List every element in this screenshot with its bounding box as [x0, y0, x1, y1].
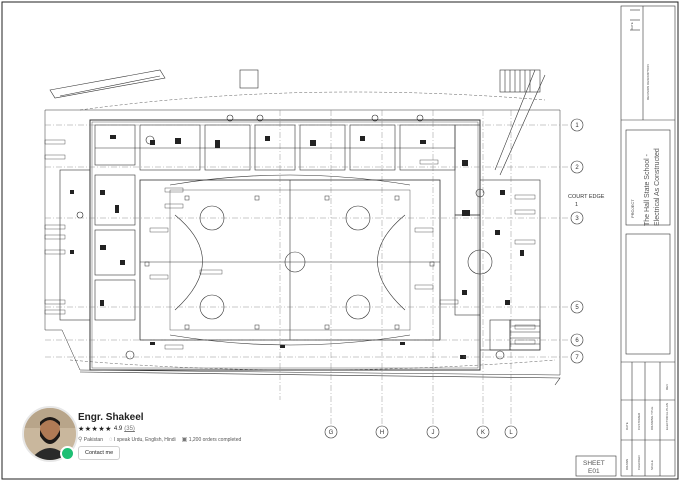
title-row-checked: CHECKED: [637, 454, 641, 470]
grid-col-label-h: H: [380, 430, 384, 436]
grid-col-bubble-l: [504, 425, 518, 439]
grid-col-bubble-k: [476, 425, 490, 439]
orders-box-icon: ▣: [181, 437, 188, 443]
grid-row-bubble-6: [570, 333, 584, 347]
online-play-icon[interactable]: [60, 446, 75, 461]
seller-rating: ★★★★★ 4.9 (35): [78, 425, 135, 433]
fixture-circles: [76, 114, 505, 360]
title-row-date: DATE: [625, 422, 629, 430]
star-rating-icons: ★★★★★: [78, 426, 112, 433]
review-count-link[interactable]: (35): [124, 426, 135, 432]
sheet-number: E01: [588, 468, 600, 475]
project-title-line2: Electrical As Constructed: [654, 148, 661, 226]
seller-languages: I speak Urdu, English, Hindi: [113, 436, 176, 443]
rating-value: 4.9: [113, 426, 123, 432]
sheet-number-box: [575, 455, 617, 477]
electrical-fixtures: [70, 135, 524, 359]
grid-row-label-6: 6: [575, 338, 579, 344]
speech-bubble-icon: ◌: [108, 436, 113, 443]
contact-me-button[interactable]: Contact me: [78, 446, 121, 460]
grid-row-bubbles: [570, 118, 584, 364]
project-title-line1: The Hall State School -: [644, 153, 651, 226]
grid-col-bubble-h: [375, 425, 389, 439]
location-pin-icon: ⚲: [78, 437, 83, 443]
grid-col-label-l: L: [509, 430, 513, 436]
court-edge-label: COURT EDGE: [568, 194, 605, 200]
grid-row-label-7: 7: [575, 355, 579, 361]
title-row-drawn: DRAWN: [625, 459, 629, 470]
grid-row-bubble-2: [570, 160, 584, 174]
seller-card: Engr. Shakeel ★★★★★ 4.9 (35) ⚲ Pakistan …: [14, 400, 314, 466]
grid-lines: [45, 110, 570, 425]
seller-location: Pakistan: [83, 437, 103, 443]
title-block: [620, 5, 676, 477]
court-lights: [144, 195, 435, 330]
drawing-title-value: ELECTRICAL PLAN: [665, 403, 669, 430]
grid-col-bubble-j: [426, 425, 440, 439]
seller-name[interactable]: Engr. Shakeel: [78, 412, 144, 423]
date-label: DATE: [630, 22, 634, 30]
grid-col-label-k: K: [481, 430, 485, 436]
project-label: PROJECT: [630, 199, 635, 218]
seller-orders: 1,200 orders completed: [188, 437, 242, 443]
seller-meta: ⚲ Pakistan ◌ I speak Urdu, English, Hind…: [78, 436, 242, 444]
court-edge-number: 1: [575, 202, 578, 208]
grid-col-label-j: J: [432, 430, 435, 436]
circuit-tags: [44, 139, 536, 350]
title-row-customer: CUSTOMER: [637, 412, 641, 430]
grid-row-bubble-1: [570, 118, 584, 132]
revision-label: REVISION DESCRIPTION: [646, 64, 650, 100]
grid-row-label-1: 1: [575, 123, 579, 129]
sheet-label: SHEET: [583, 460, 605, 467]
grid-row-label-3: 3: [575, 216, 579, 222]
grid-row-bubble-3: [570, 211, 584, 225]
title-row-drawing-title: DRAWING TITLE: [650, 407, 654, 430]
rev-label: REV: [665, 384, 669, 390]
grid-col-label-g: G: [329, 430, 334, 436]
grid-row-bubble-5: [570, 300, 584, 314]
grid-row-bubble-7: [570, 350, 584, 364]
grid-row-label-2: 2: [575, 165, 579, 171]
grid-row-label-5: 5: [575, 305, 579, 311]
grid-col-bubble-g: [324, 425, 338, 439]
title-row-scale: SCALE: [650, 460, 654, 470]
